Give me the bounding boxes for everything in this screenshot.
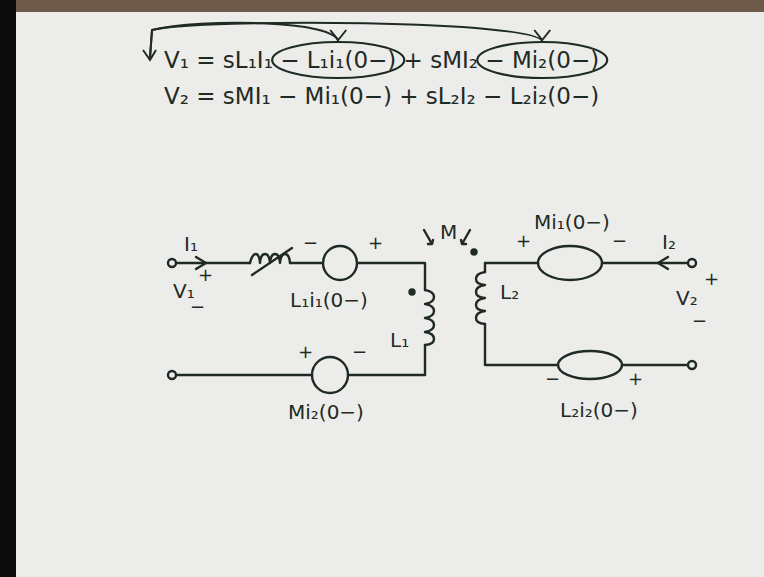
pointer-arrow [330, 30, 346, 40]
polarity-sign: + [704, 270, 719, 289]
mutual-label: M [440, 222, 457, 243]
polarity-sign: + [628, 370, 643, 389]
current-label: I₁ [184, 234, 198, 255]
source-label: Mi₁(0−) [534, 212, 610, 233]
arrow-head [143, 50, 156, 60]
polarity-sign: − [692, 312, 707, 331]
polarity-sign: − [303, 234, 318, 253]
polarity-sign: + [298, 343, 313, 362]
source-label: L₂i₂(0−) [560, 400, 638, 421]
board-frame [0, 0, 764, 12]
pointer-arrow [534, 30, 550, 40]
current-label: I₂ [662, 232, 676, 253]
polarity-sign: + [368, 234, 383, 253]
polarity-sign: − [352, 343, 367, 362]
source-label: L₁i₁(0−) [290, 290, 368, 311]
polarity-sign: + [198, 266, 213, 285]
equation: V₂ = sMI₁ − Mi₁(0−) + sL₂I₂ − L₂i₂(0−) [164, 84, 599, 108]
polarity-sign: + [516, 232, 531, 251]
equation: V₁ = sL₁I₁ − L₁i₁(0−) + sMI₂ − Mi₂(0−) [164, 48, 599, 72]
polarity-sign: − [545, 370, 560, 389]
voltage-label: V₂ [676, 288, 698, 309]
polarity-sign: − [612, 232, 627, 251]
board-edge [0, 0, 16, 577]
inductor-label: L₂ [500, 282, 519, 303]
inductor-label: L₁ [390, 330, 409, 351]
polarity-sign: − [190, 298, 205, 317]
source-label: Mi₂(0−) [288, 402, 364, 423]
